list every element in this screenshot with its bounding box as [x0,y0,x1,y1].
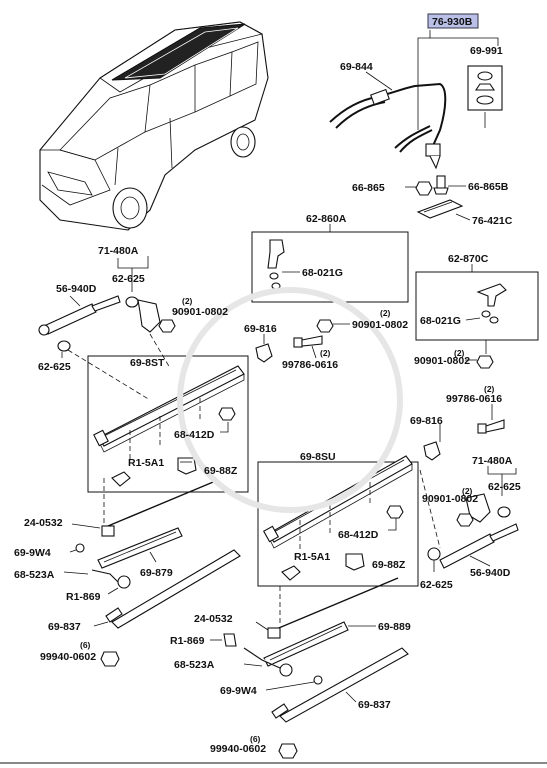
label-69879: 69-879 [140,567,173,579]
clip-69816-b [423,404,505,461]
qty-99940-b: (6) [250,734,261,744]
label-R1869-a: R1-869 [66,591,101,603]
label-56940D-a: 56-940D [56,283,97,295]
label-R15A1-b: R1-5A1 [294,551,330,563]
qty-90901-b: (2) [454,348,465,358]
box-698ST [87,355,249,493]
label-90901-b: 90901-0802 [414,355,470,367]
label-99940-a: 99940-0602 [40,651,96,663]
label-R15A1-a: R1-5A1 [128,457,164,469]
label-56940D-b: 56-940D [470,567,511,579]
drain-hose-group [329,13,503,170]
label-76930B: 76-930B [432,16,473,28]
label-69837-b: 69-837 [358,699,391,711]
label-69889: 69-889 [378,621,411,633]
label-69844: 69-844 [340,61,373,73]
nut-90901-a [316,319,334,333]
right-strut-group [419,466,519,572]
label-62625-c: 62-625 [488,481,521,493]
label-699W4-b: 69-9W4 [220,685,257,697]
qty-99786-a: (2) [320,348,331,358]
drain-fitting-76421C [416,199,471,221]
label-62625-b: 62-625 [38,361,71,373]
watermark-seal [177,287,403,513]
rail-698ST [93,365,245,487]
bracket-62870C [465,283,507,324]
label-99786-a: 99786-0616 [282,359,338,371]
label-698SU: 69-8SU [300,451,336,463]
qty-99786-b: (2) [484,384,495,394]
label-68412D-a: 68-412D [174,429,215,441]
label-62625-a: 62-625 [112,273,145,285]
highlight-box [427,13,479,29]
label-90901-d: 90901-0802 [422,493,478,505]
label-69816-a: 69-816 [244,323,277,335]
label-6988Z-b: 69-88Z [372,559,406,571]
label-99786-b: 99786-0616 [446,393,502,405]
box-62870C [415,271,539,341]
label-66865B: 66-865B [468,181,509,193]
box-698SU [257,461,419,587]
label-69837-a: 69-837 [48,621,81,633]
label-66865: 66-865 [352,182,385,194]
right-lower-cables [210,577,409,759]
nut-90901-b [476,355,494,369]
label-68523A-b: 68-523A [174,659,215,671]
bolts-66865 [405,175,466,196]
label-6988Z-a: 69-88Z [204,465,238,477]
label-90901-c: 90901-0802 [172,306,228,318]
label-68412D-b: 68-412D [338,529,379,541]
label-240532-b: 24-0532 [194,613,233,625]
label-240532-a: 24-0532 [24,517,63,529]
van-illustration [39,21,269,231]
qty-90901-c: (2) [182,296,193,306]
label-699W4-a: 69-9W4 [14,547,51,559]
label-62625-d: 62-625 [420,579,453,591]
label-71480A-b: 71-480A [472,455,513,467]
qty-90901-a: (2) [380,308,391,318]
label-90901-a: 90901-0802 [352,319,408,331]
qty-90901-d: (2) [462,486,473,496]
label-68021G-a: 68-021G [302,267,343,279]
label-68523A-a: 68-523A [14,569,55,581]
label-698ST: 69-8ST [130,357,165,369]
label-R1869-b: R1-869 [170,635,205,647]
bracket-62860A [267,239,300,290]
qty-99940-a: (6) [80,640,91,650]
clip-69816-a [255,334,323,363]
label-69816-b: 69-816 [410,415,443,427]
label-76421C: 76-421C [472,215,513,227]
label-99940-b: 99940-0602 [210,743,266,755]
label-71480A-a: 71-480A [98,245,139,257]
left-strut-group [38,256,179,401]
label-68021G-b: 68-021G [420,315,461,327]
label-62870C: 62-870C [448,253,489,265]
left-lower-cables [63,478,241,667]
label-62860A: 62-860A [306,213,347,225]
label-69991: 69-991 [470,45,503,57]
